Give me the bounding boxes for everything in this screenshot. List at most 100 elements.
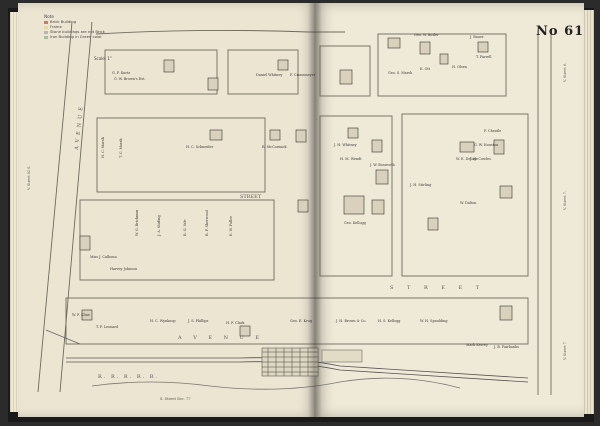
owner-label: R. McCormick (262, 145, 288, 149)
legend-swatch-stone (44, 30, 48, 34)
right-label-middle: V. Street 7. (563, 191, 567, 211)
owner-label: H. S. Kellogg (378, 319, 401, 323)
building (295, 129, 307, 143)
owner-label: J. B. Fairbanks (493, 345, 519, 349)
owner-label: J. H. Cowles (469, 157, 491, 161)
owner-label: T. C. Marsh (119, 138, 123, 158)
avenue-edge-left (37, 21, 73, 393)
building (439, 53, 449, 65)
building (419, 41, 431, 55)
legend-swatch-brick (44, 20, 48, 24)
building (297, 199, 309, 213)
building (499, 305, 513, 321)
owner-label: F. Cronemeyer (290, 73, 316, 77)
creek-line (91, 377, 461, 390)
right-label-top: V. Street 6. (563, 63, 567, 83)
owner-label: W. Dalton (460, 201, 477, 205)
left-page-edges (10, 12, 18, 412)
owner-label: W. G. Brickman (135, 209, 139, 236)
avenue-label-bottom: A V E N U E (177, 335, 264, 341)
building (347, 127, 359, 139)
building (209, 129, 223, 141)
railroad-label: R. R. R. R. R. (98, 374, 159, 380)
block-middle-right (401, 113, 529, 277)
owner-label: G. F. Kurtz (112, 71, 130, 75)
owner-label: W. F. Kline (72, 313, 90, 317)
top-road (95, 29, 345, 35)
street-labels: STREET S T R E E T A V E N U E R. R. R. … (27, 63, 567, 401)
owner-label: T. F. Leonard (96, 325, 119, 329)
legend-item: Frame (44, 24, 105, 29)
owner-label: F. Cheatle (484, 129, 501, 133)
owner-label: G. W. Brown's Est. (114, 77, 145, 81)
building (339, 69, 353, 85)
avenue-edge-right (59, 21, 93, 393)
owner-label: Miss J. Calhoun (90, 255, 117, 259)
owner-label: J. A. Stirling (157, 214, 161, 237)
owner-label: W. H. Spaulding (420, 319, 448, 323)
building (79, 235, 91, 251)
legend-swatch-frame (44, 25, 48, 29)
building (81, 309, 93, 321)
legend-title: Note (44, 14, 54, 19)
building (277, 59, 289, 71)
street-label-middle: STREET (240, 194, 262, 200)
owner-label: T. Farrell (476, 55, 491, 59)
building (499, 185, 513, 199)
owner-label: J. H. Brown & Co. (335, 319, 366, 323)
owner-label: Geo. Kellogg (344, 221, 367, 225)
book-gutter (308, 3, 322, 417)
block-top-middle-right (319, 45, 371, 97)
owner-label: E. Ott (420, 67, 431, 71)
owner-label: R. G. Yale (183, 219, 187, 236)
scale-note: Scale: 1" (94, 56, 112, 61)
block-top-right (377, 33, 507, 97)
owner-label: W. E. Deluge (456, 157, 478, 161)
owner-label: G. W. Houston (474, 143, 499, 147)
owner-label: J. Bauer (469, 35, 484, 39)
owner-label: R. F. Sherwood (205, 209, 209, 236)
spur-line (45, 329, 81, 345)
street-label-lower: S T R E E T (390, 285, 485, 291)
block-top-middle-left (227, 49, 299, 95)
bottom-street-label: S. Street Sec. 77 (160, 397, 191, 401)
block-middle-left (96, 117, 266, 193)
legend-item: Brick Building (44, 19, 105, 24)
map-legend: Note Brick Building Frame Stone building… (44, 14, 105, 39)
owner-label: J. H. Whitney (333, 143, 357, 147)
avenue-label-left: AVENUE (74, 103, 85, 151)
right-label-bottom: V. Street 7 (563, 342, 567, 361)
hatched-yard (261, 347, 363, 377)
building (493, 139, 505, 155)
owner-label: H. Olsen (452, 65, 468, 69)
owner-label: H. F. Clark (226, 321, 245, 325)
owner-label: H. M. Wendt (340, 157, 362, 161)
building (459, 141, 475, 153)
building (207, 77, 219, 91)
owner-label: J. H. Stirling (409, 183, 432, 187)
owner-label: Geo. E. Krug (290, 319, 313, 323)
building (371, 139, 383, 153)
building (343, 195, 365, 215)
building (375, 169, 389, 185)
owner-label: H. C. Marsh (101, 136, 105, 158)
legend-swatch-iron (44, 35, 48, 39)
owner-label: H. C. Schneider (186, 145, 214, 149)
owner-label: Geo. S. Marsh (388, 71, 413, 75)
owner-labels: G. F. Kurtz G. W. Brown's Est. Daniel Wh… (72, 33, 519, 349)
owner-label: J. W. Bosworth (369, 163, 395, 167)
owner-label: Harvey Johnson (110, 267, 138, 271)
building (371, 199, 385, 215)
block-middle-center (319, 115, 393, 277)
building (163, 59, 175, 73)
owner-label: J. S. Phillips (187, 319, 209, 323)
left-margin-label: V. Street 82 S. (27, 166, 31, 191)
building (427, 217, 439, 231)
owner-label: E. W. Fuller (229, 216, 233, 236)
legend-item: Iron Building in Green color (44, 34, 105, 39)
legend-item: Stone buildings are not Brick (44, 29, 105, 34)
owner-label: H. C. Wynkoop (150, 319, 176, 323)
right-page-edges (584, 10, 594, 414)
